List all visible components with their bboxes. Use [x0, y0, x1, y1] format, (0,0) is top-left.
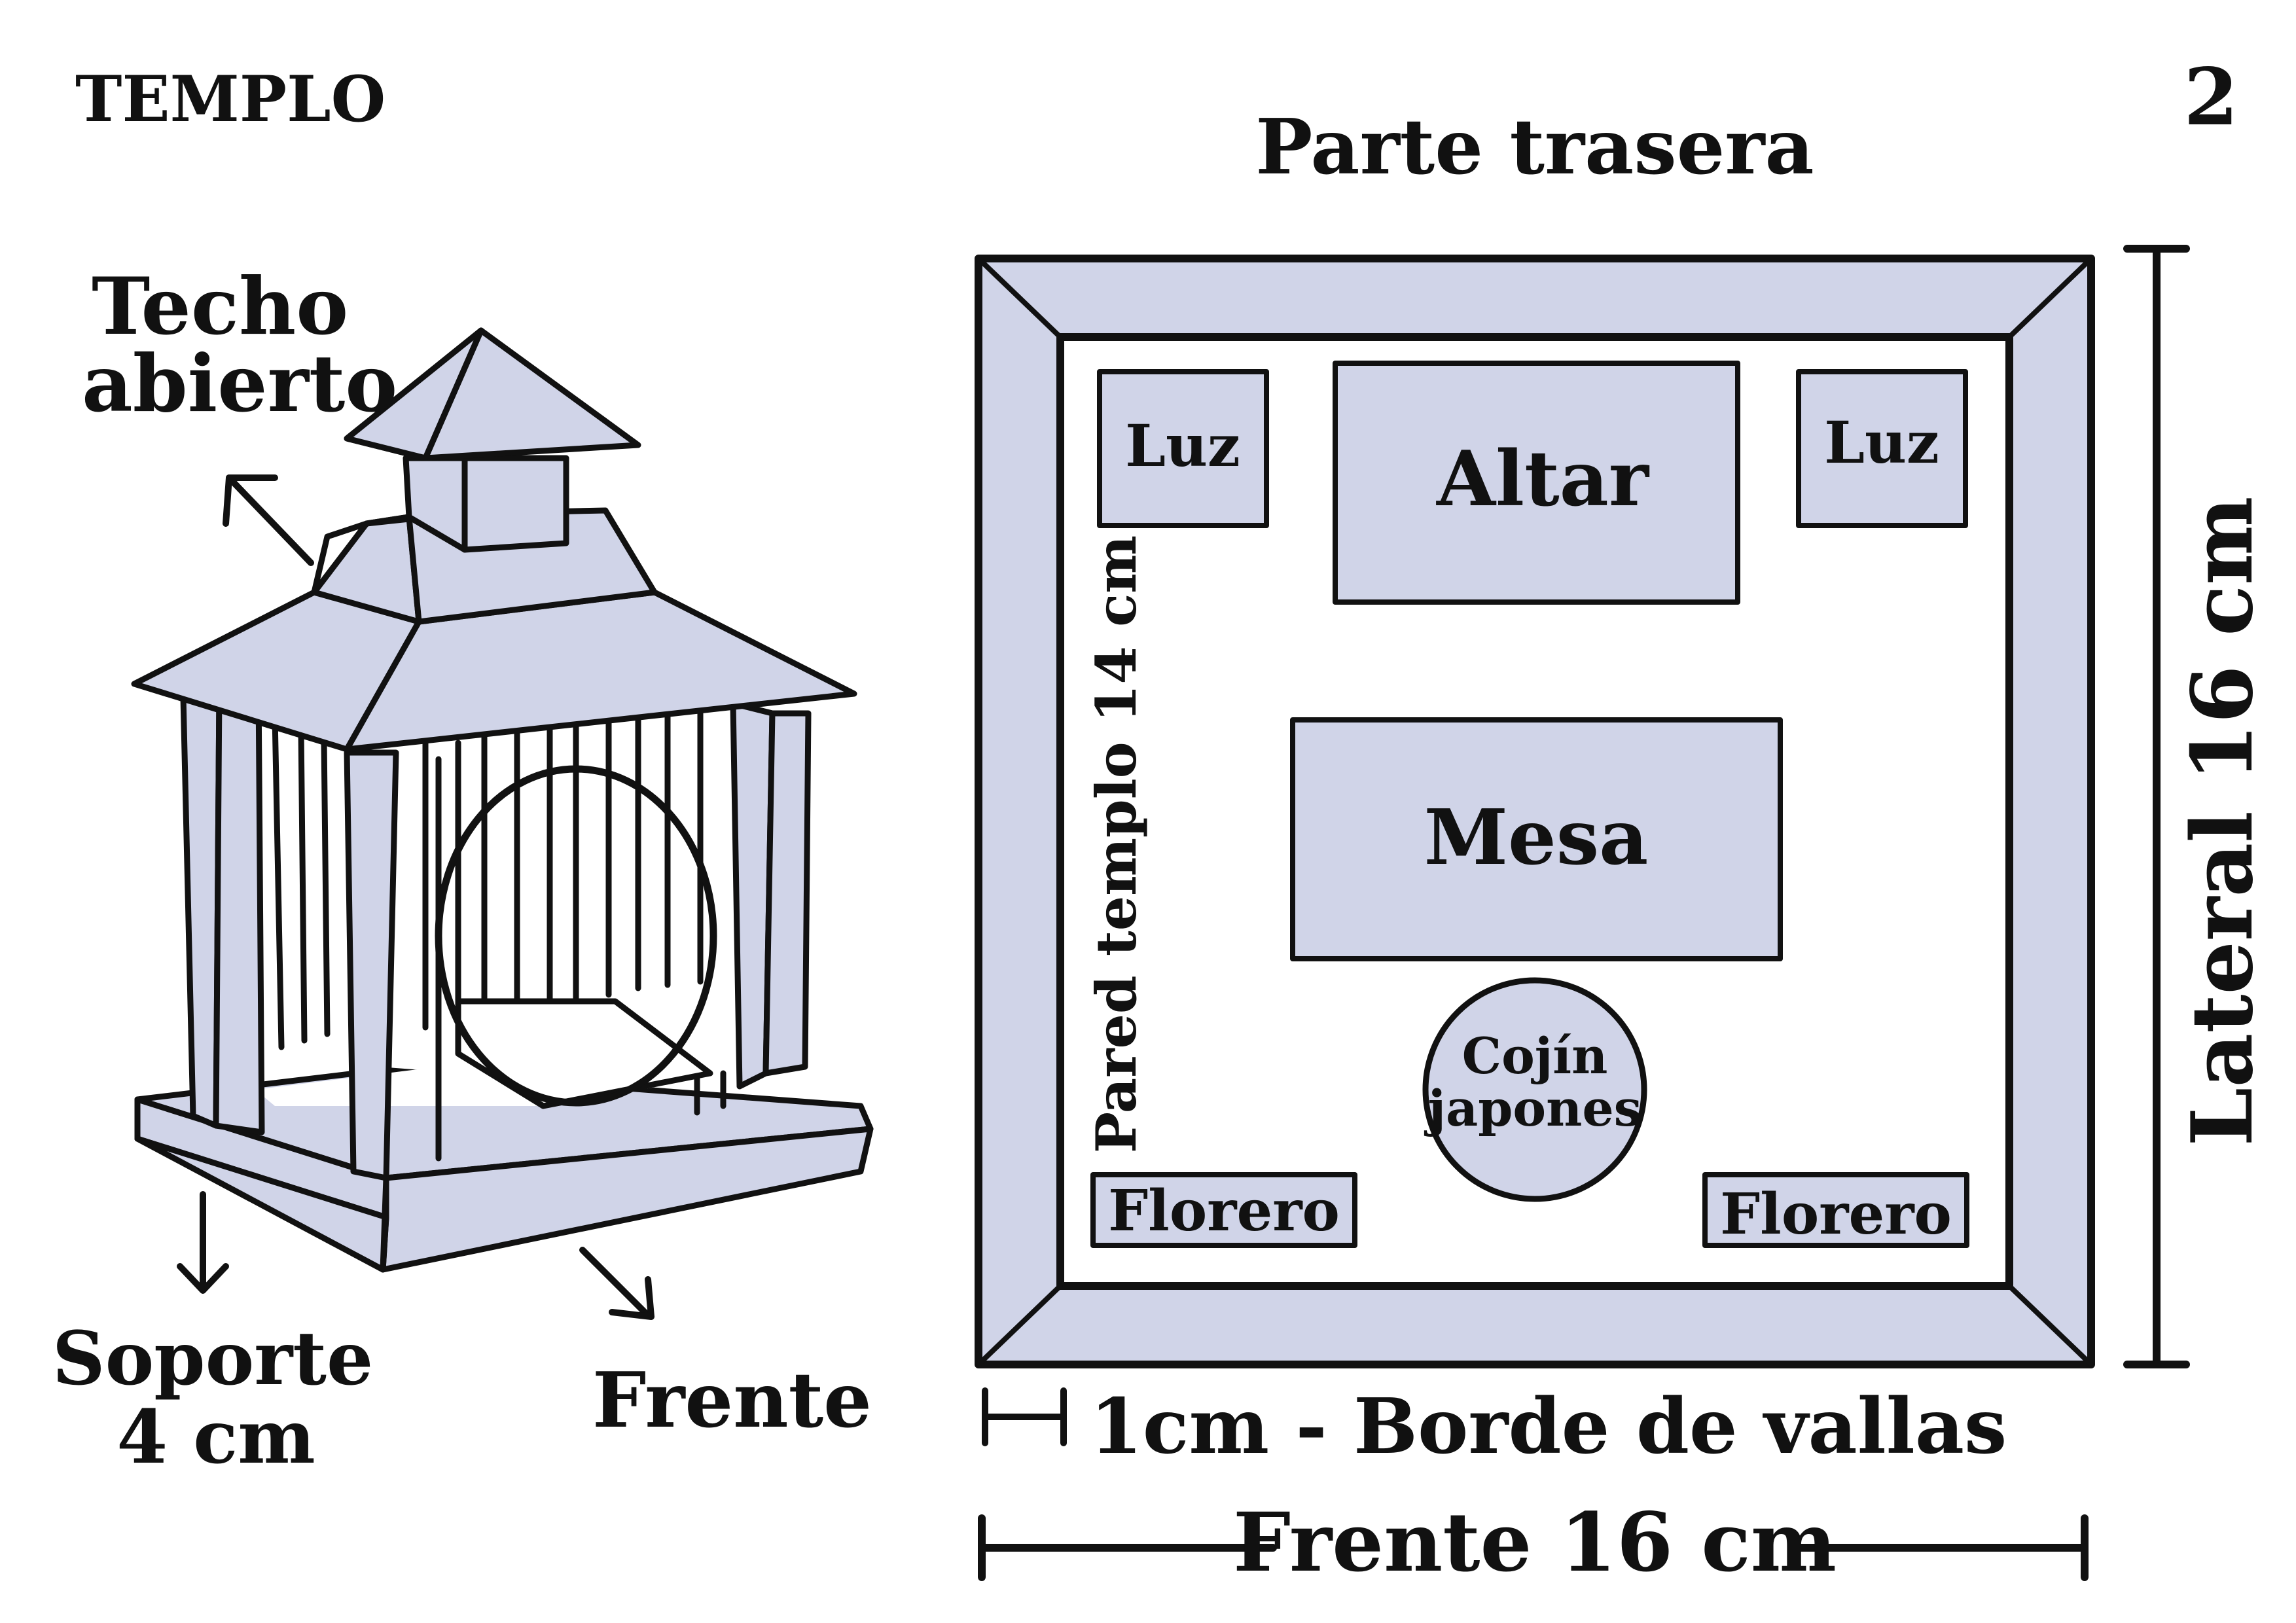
border-dimension — [982, 1387, 1067, 1446]
plan-mesa: Mesa — [1290, 717, 1783, 961]
roof-label-line2: abierto — [82, 338, 397, 430]
plan-back-label: Parte trasera — [1255, 103, 1814, 192]
support-arrow — [177, 1191, 229, 1294]
plan-florero-right: Florero — [1702, 1172, 1969, 1248]
cojin-label-line1: Cojín — [1462, 1027, 1608, 1085]
plan-cojin: Cojín japones — [1422, 977, 1647, 1202]
plan-altar: Altar — [1333, 361, 1740, 605]
cojin-label-line2: japones — [1424, 1079, 1642, 1137]
side-label: Lateral 16 cm — [2174, 496, 2272, 1146]
support-label-line1: Soporte — [52, 1316, 374, 1402]
support-label-line2: 4 cm — [117, 1395, 315, 1480]
florero-right-label: Florero — [1720, 1181, 1952, 1247]
roof-cupola — [403, 455, 569, 553]
border-label: 1cm - Borde de vallas — [1090, 1382, 2007, 1471]
roof-arrow — [223, 474, 314, 566]
mesa-label: Mesa — [1424, 793, 1649, 882]
altar-label: Altar — [1436, 435, 1650, 524]
roof-lower — [131, 507, 857, 753]
florero-left-label: Florero — [1108, 1178, 1340, 1244]
temple-perspective — [131, 327, 874, 1273]
luz-left-label: Luz — [1125, 412, 1240, 480]
wall-label: Pared templo 14 cm — [1084, 535, 1149, 1153]
front-arrow — [579, 1247, 655, 1320]
front-dimension — [978, 1514, 2089, 1581]
plan-luz-right: Luz — [1796, 369, 1968, 528]
page-title: TEMPLO — [75, 62, 386, 136]
plan-luz-left: Luz — [1097, 369, 1269, 528]
roof-label-line1: Techo — [92, 260, 348, 353]
front-label: Frente — [592, 1356, 872, 1445]
plan-florero-left: Florero — [1090, 1172, 1357, 1248]
luz-right-label: Luz — [1824, 408, 1939, 476]
roof-cap — [344, 327, 641, 461]
front-dimension-label: Frente 16 cm — [1233, 1495, 1837, 1590]
side-dimension — [2123, 245, 2190, 1368]
page-number: 2 — [2184, 51, 2239, 143]
moon-gate-circle — [435, 765, 717, 1107]
fence-slats — [180, 684, 812, 1181]
